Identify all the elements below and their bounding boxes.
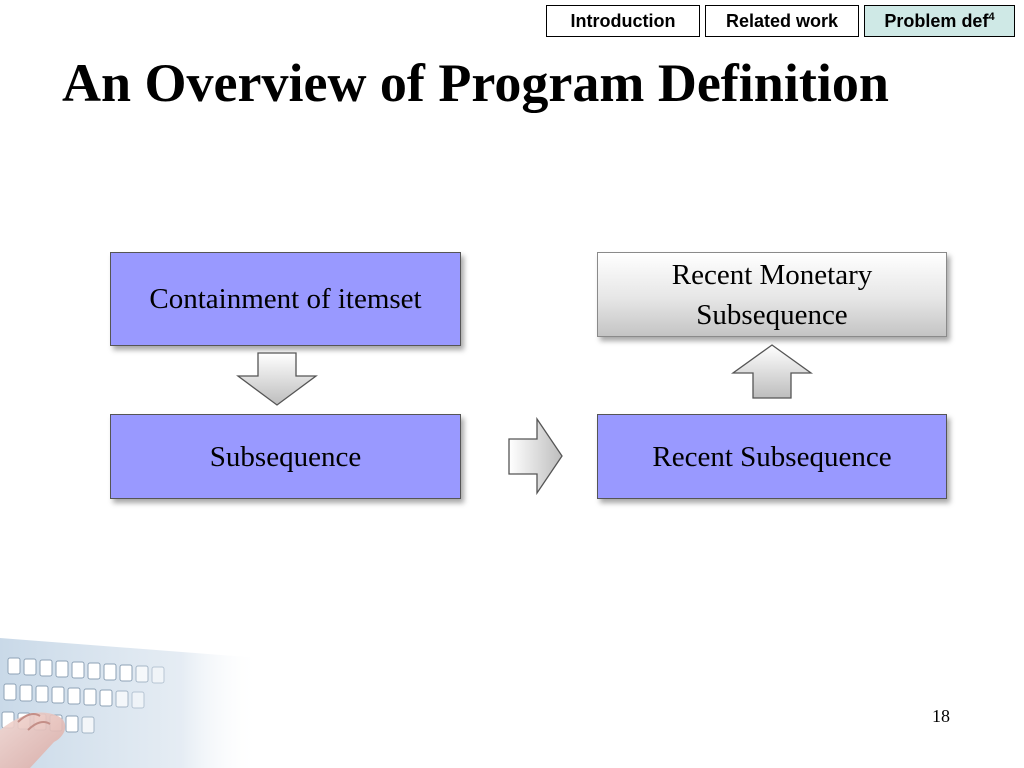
arrow-up-icon	[730, 344, 814, 399]
tab-problem-def-superscript: 4	[988, 11, 995, 23]
tab-introduction[interactable]: Introduction	[546, 5, 700, 37]
tab-problem-def-label: Problem def	[884, 11, 989, 31]
recent-subsequence-box: Recent Subsequence	[597, 414, 947, 499]
arrow-down-icon	[236, 352, 318, 406]
slide-title: An Overview of Program Definition	[62, 53, 889, 113]
subsequence-box: Subsequence	[110, 414, 461, 499]
subsequence-label: Subsequence	[209, 440, 362, 473]
recent-monetary-label-line1: Recent Monetary	[671, 258, 873, 291]
recent-monetary-subsequence-box: Recent Monetary Subsequence	[597, 252, 947, 337]
tab-problem-def[interactable]: Problem def4	[864, 5, 1015, 37]
recent-monetary-label-line2: Subsequence	[696, 298, 848, 331]
page-number: 18	[932, 706, 950, 726]
arrow-right-icon	[508, 416, 563, 496]
containment-of-itemset-label: Containment of itemset	[149, 283, 422, 315]
keyboard-decoration-image	[0, 638, 260, 768]
recent-subsequence-label: Recent Subsequence	[652, 440, 892, 473]
containment-of-itemset-box: Containment of itemset	[110, 252, 461, 346]
tab-related-work[interactable]: Related work	[705, 5, 859, 37]
tab-related-work-label: Related work	[725, 11, 839, 31]
tab-introduction-label: Introduction	[570, 11, 676, 31]
